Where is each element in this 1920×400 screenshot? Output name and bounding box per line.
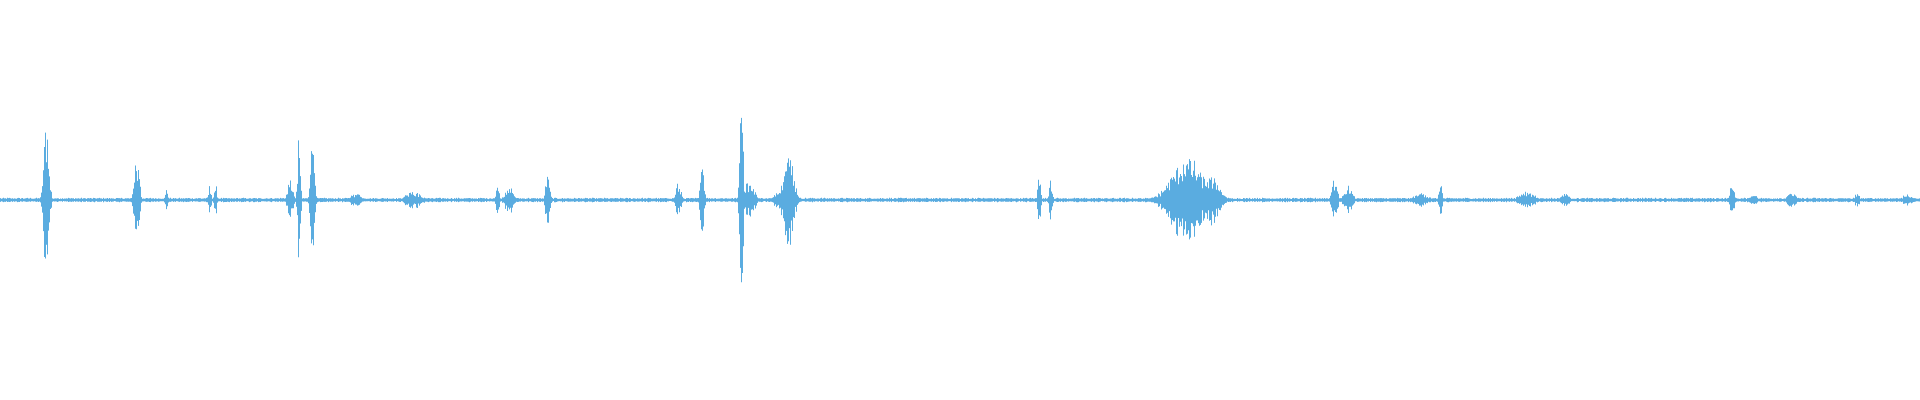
waveform-trace bbox=[0, 117, 1920, 283]
waveform-samples bbox=[0, 117, 1920, 283]
